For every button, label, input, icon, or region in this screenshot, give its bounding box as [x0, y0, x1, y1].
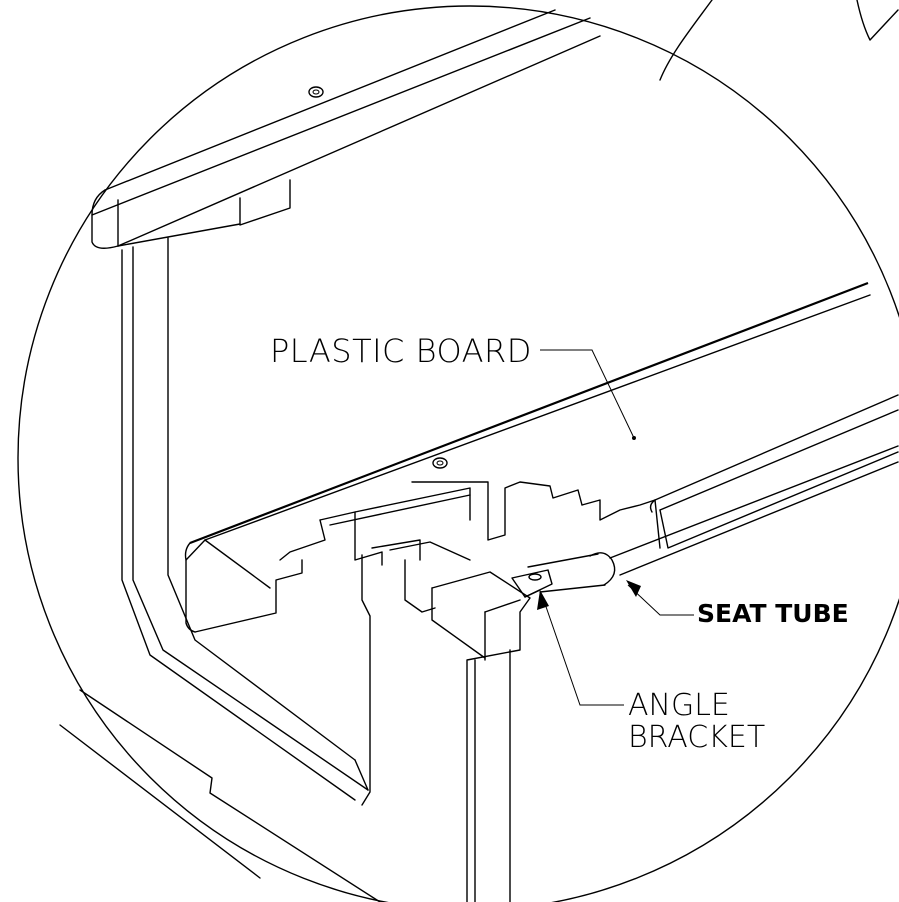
label-plastic-board: PLASTIC BOARD [270, 332, 532, 370]
detail-circle [17, 5, 899, 902]
leader-plastic-board [540, 349, 635, 439]
upper-rail [91, 9, 601, 249]
right-leg [431, 571, 531, 902]
arrow-seat-tube [626, 580, 641, 597]
label-seat-tube: SEAT TUBE [697, 599, 849, 628]
left-leg [121, 237, 369, 801]
support-brackets [279, 481, 661, 806]
leader-angle-bracket [542, 597, 624, 706]
screw-hole-board [432, 457, 448, 469]
screw-hole-upper [308, 86, 324, 98]
lower-frame [59, 689, 381, 902]
label-angle-bracket: ANGLE BRACKET [628, 688, 766, 755]
angle-bracket [511, 569, 553, 598]
leader-seat-tube [627, 584, 694, 616]
arrow-angle-bracket [537, 590, 549, 610]
leader-lines [537, 349, 694, 706]
seat-tube [527, 394, 899, 593]
detail-callout-tail [659, 0, 899, 81]
plastic-board [184, 281, 871, 633]
